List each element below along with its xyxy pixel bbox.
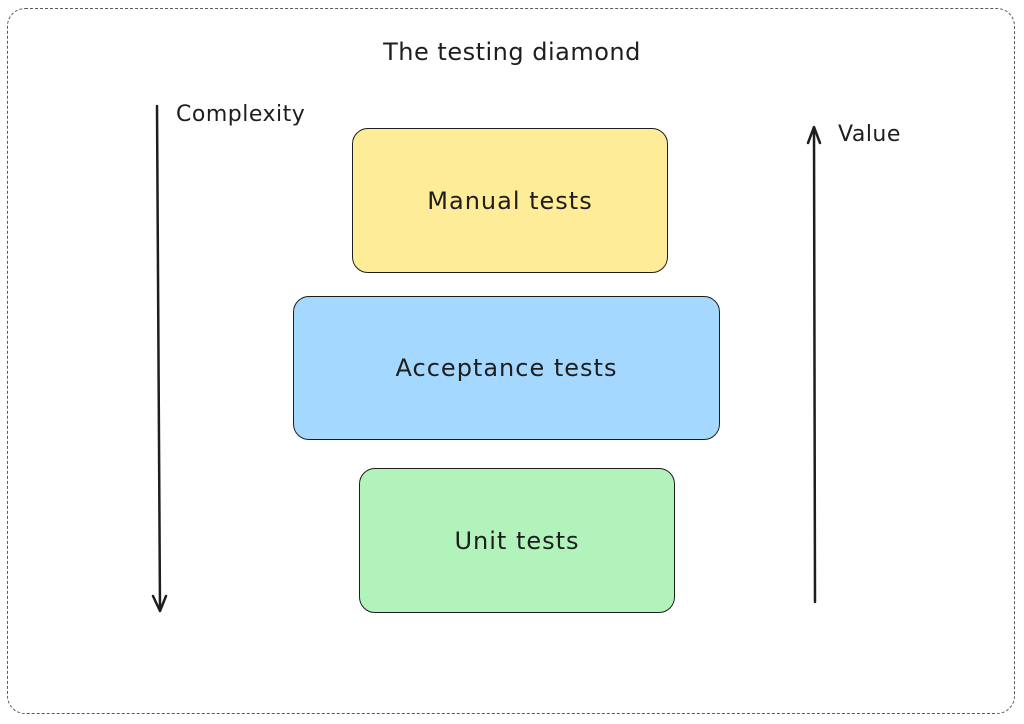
unit-tests-label: Unit tests bbox=[454, 526, 580, 555]
value-label: Value bbox=[838, 122, 901, 147]
complexity-label: Complexity bbox=[176, 102, 306, 127]
acceptance-tests-box: Acceptance tests bbox=[293, 296, 720, 440]
manual-tests-label: Manual tests bbox=[427, 186, 593, 215]
diagram-title: The testing diamond bbox=[383, 38, 641, 66]
dashed-frame bbox=[7, 8, 1015, 714]
manual-tests-box: Manual tests bbox=[352, 128, 668, 273]
acceptance-tests-label: Acceptance tests bbox=[395, 354, 618, 382]
unit-tests-box: Unit tests bbox=[359, 468, 675, 613]
